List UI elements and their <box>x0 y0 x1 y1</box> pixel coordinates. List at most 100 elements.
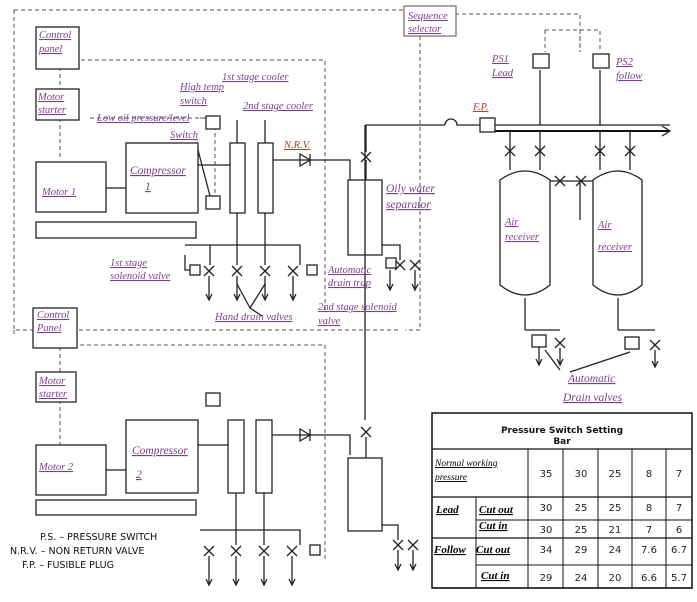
second-solenoid-label: 2nd stage solenoid <box>318 302 397 313</box>
motor-starter-2-box <box>35 371 77 403</box>
control-panel-2-box <box>32 307 78 349</box>
svg-text:solenoid valve: solenoid valve <box>110 271 171 282</box>
first-stage-cooler-2 <box>227 419 245 494</box>
svg-text:starter: starter <box>39 389 68 400</box>
ps1-label: PS1 <box>491 54 509 65</box>
follow-cut-in-value: 20 <box>609 573 622 584</box>
follow-cut-in-value: 6.6 <box>641 573 657 584</box>
motor-1-label: Motor 1 <box>41 187 76 198</box>
motor-starter-1-label: Motor <box>37 92 65 103</box>
svg-text:separator: separator <box>386 199 431 211</box>
auto-drain-trap-label: Automatic <box>327 265 371 276</box>
svg-text:drain trap: drain trap <box>328 278 371 289</box>
svg-text:Lead: Lead <box>491 68 514 79</box>
high-temp-switch-box <box>205 115 221 130</box>
first-cooler-label: 1st stage cooler <box>222 72 289 83</box>
pressure-switch-table: Pressure Switch Setting Bar Normal worki… <box>431 412 693 589</box>
follow-cut-in-label: Cut in <box>481 570 509 582</box>
ps1-box <box>532 53 550 69</box>
lead-cut-in-value: 30 <box>540 525 553 536</box>
diagram-labels: Sequence selector Control panel Motor st… <box>36 5 642 481</box>
control-wiring <box>13 9 601 560</box>
svg-text:switch: switch <box>180 96 207 107</box>
normal-value: 8 <box>646 469 652 480</box>
lead-cut-in-value: 7 <box>646 525 652 536</box>
table-title: Pressure Switch Setting <box>501 426 623 436</box>
svg-text:2: 2 <box>136 469 142 481</box>
legend-nrv: N.R.V. – NON RETURN VALVE <box>10 546 144 557</box>
air-receiver-2 <box>592 170 643 296</box>
air-receivers <box>499 170 661 373</box>
lead-cut-in-value: 21 <box>609 525 622 536</box>
follow-cut-out-value: 7.6 <box>641 545 657 556</box>
lead-cut-out-value: 25 <box>609 503 622 514</box>
svg-text:panel: panel <box>38 44 62 55</box>
follow-cut-out-value: 29 <box>575 545 588 556</box>
motor-starter-2-label: Motor <box>38 376 66 387</box>
compressor-unit-1 <box>35 26 351 276</box>
compressor-2-label: Compressor <box>132 445 188 457</box>
air-receiver-2-label: Air <box>597 220 612 231</box>
nrv-2-symbol <box>299 427 312 443</box>
fusible-plug-box <box>479 117 496 133</box>
svg-text:follow: follow <box>616 71 642 82</box>
svg-text:Switch: Switch <box>170 130 198 141</box>
lead-cut-out-value: 30 <box>540 503 553 514</box>
motor-1-box <box>35 161 107 213</box>
nrv-label: N.R.V. <box>283 140 311 151</box>
lead-label: Lead <box>435 504 459 516</box>
compressor-1-box <box>125 142 199 214</box>
lead-cut-out-value: 8 <box>646 503 652 514</box>
solenoid-2-box <box>309 544 321 556</box>
lead-cut-in-label: Cut in <box>479 520 507 532</box>
auto-drain-trap-box <box>385 257 397 269</box>
normal-value: 25 <box>609 469 622 480</box>
first-stage-solenoid-box <box>189 264 201 276</box>
ps2-box <box>592 53 610 69</box>
base-plate-2 <box>35 499 197 516</box>
svg-text:receiver: receiver <box>598 242 633 253</box>
svg-text:valve: valve <box>318 316 340 327</box>
motor-2-label: Motor 2 <box>38 462 74 473</box>
first-stage-cooler <box>229 142 246 214</box>
auto-drain-valve-1-box <box>531 334 547 348</box>
lead-cut-out-label: Cut out <box>479 504 514 516</box>
normal-value: 7 <box>676 469 682 480</box>
svg-text:Bar: Bar <box>553 437 571 447</box>
follow-cut-in-value: 5.7 <box>671 573 687 584</box>
separator-2-vessel <box>347 457 383 532</box>
second-stage-solenoid-box <box>306 264 318 276</box>
nrv-1-symbol <box>299 152 312 168</box>
svg-text:pressure: pressure <box>434 473 467 483</box>
auto-drain-valves-label: Automatic <box>567 373 615 385</box>
hand-drain-valves-top <box>203 265 299 317</box>
lead-cut-in-value: 25 <box>575 525 588 536</box>
air-receiver-1-label: Air <box>504 217 519 228</box>
follow-cut-in-value: 24 <box>575 573 588 584</box>
control-panel-1-label: Control <box>39 30 71 41</box>
control-panel-1-box <box>35 26 80 70</box>
hand-drain-label: Hand drain valves <box>214 312 293 323</box>
lead-cut-out-value: 7 <box>676 503 682 514</box>
svg-text:receiver: receiver <box>505 232 540 243</box>
follow-cut-out-value: 6.7 <box>671 545 687 556</box>
normal-pressure-label: Normal working <box>434 459 498 469</box>
low-oil-switch-box <box>205 195 221 210</box>
svg-text:1: 1 <box>145 181 151 193</box>
legend-fp: F.P. – FUSIBLE PLUG <box>22 560 114 571</box>
legend-ps: P.S. – PRESSURE SWITCH <box>40 532 157 543</box>
svg-text:Panel: Panel <box>36 323 62 334</box>
svg-text:Drain valves: Drain valves <box>562 392 623 404</box>
second-cooler-label: 2nd stage cooler <box>243 101 314 112</box>
motor-2-box <box>35 444 107 496</box>
compressor-unit-2 <box>32 307 419 587</box>
oily-water-label: Oily water <box>386 183 435 195</box>
second-stage-cooler <box>257 142 274 214</box>
main-air-line <box>364 53 672 420</box>
normal-value: 30 <box>575 469 588 480</box>
motor-starter-1-box <box>35 88 80 121</box>
control-panel-2-label: Control <box>37 310 69 321</box>
sequence-selector-label: Sequence <box>408 11 448 22</box>
